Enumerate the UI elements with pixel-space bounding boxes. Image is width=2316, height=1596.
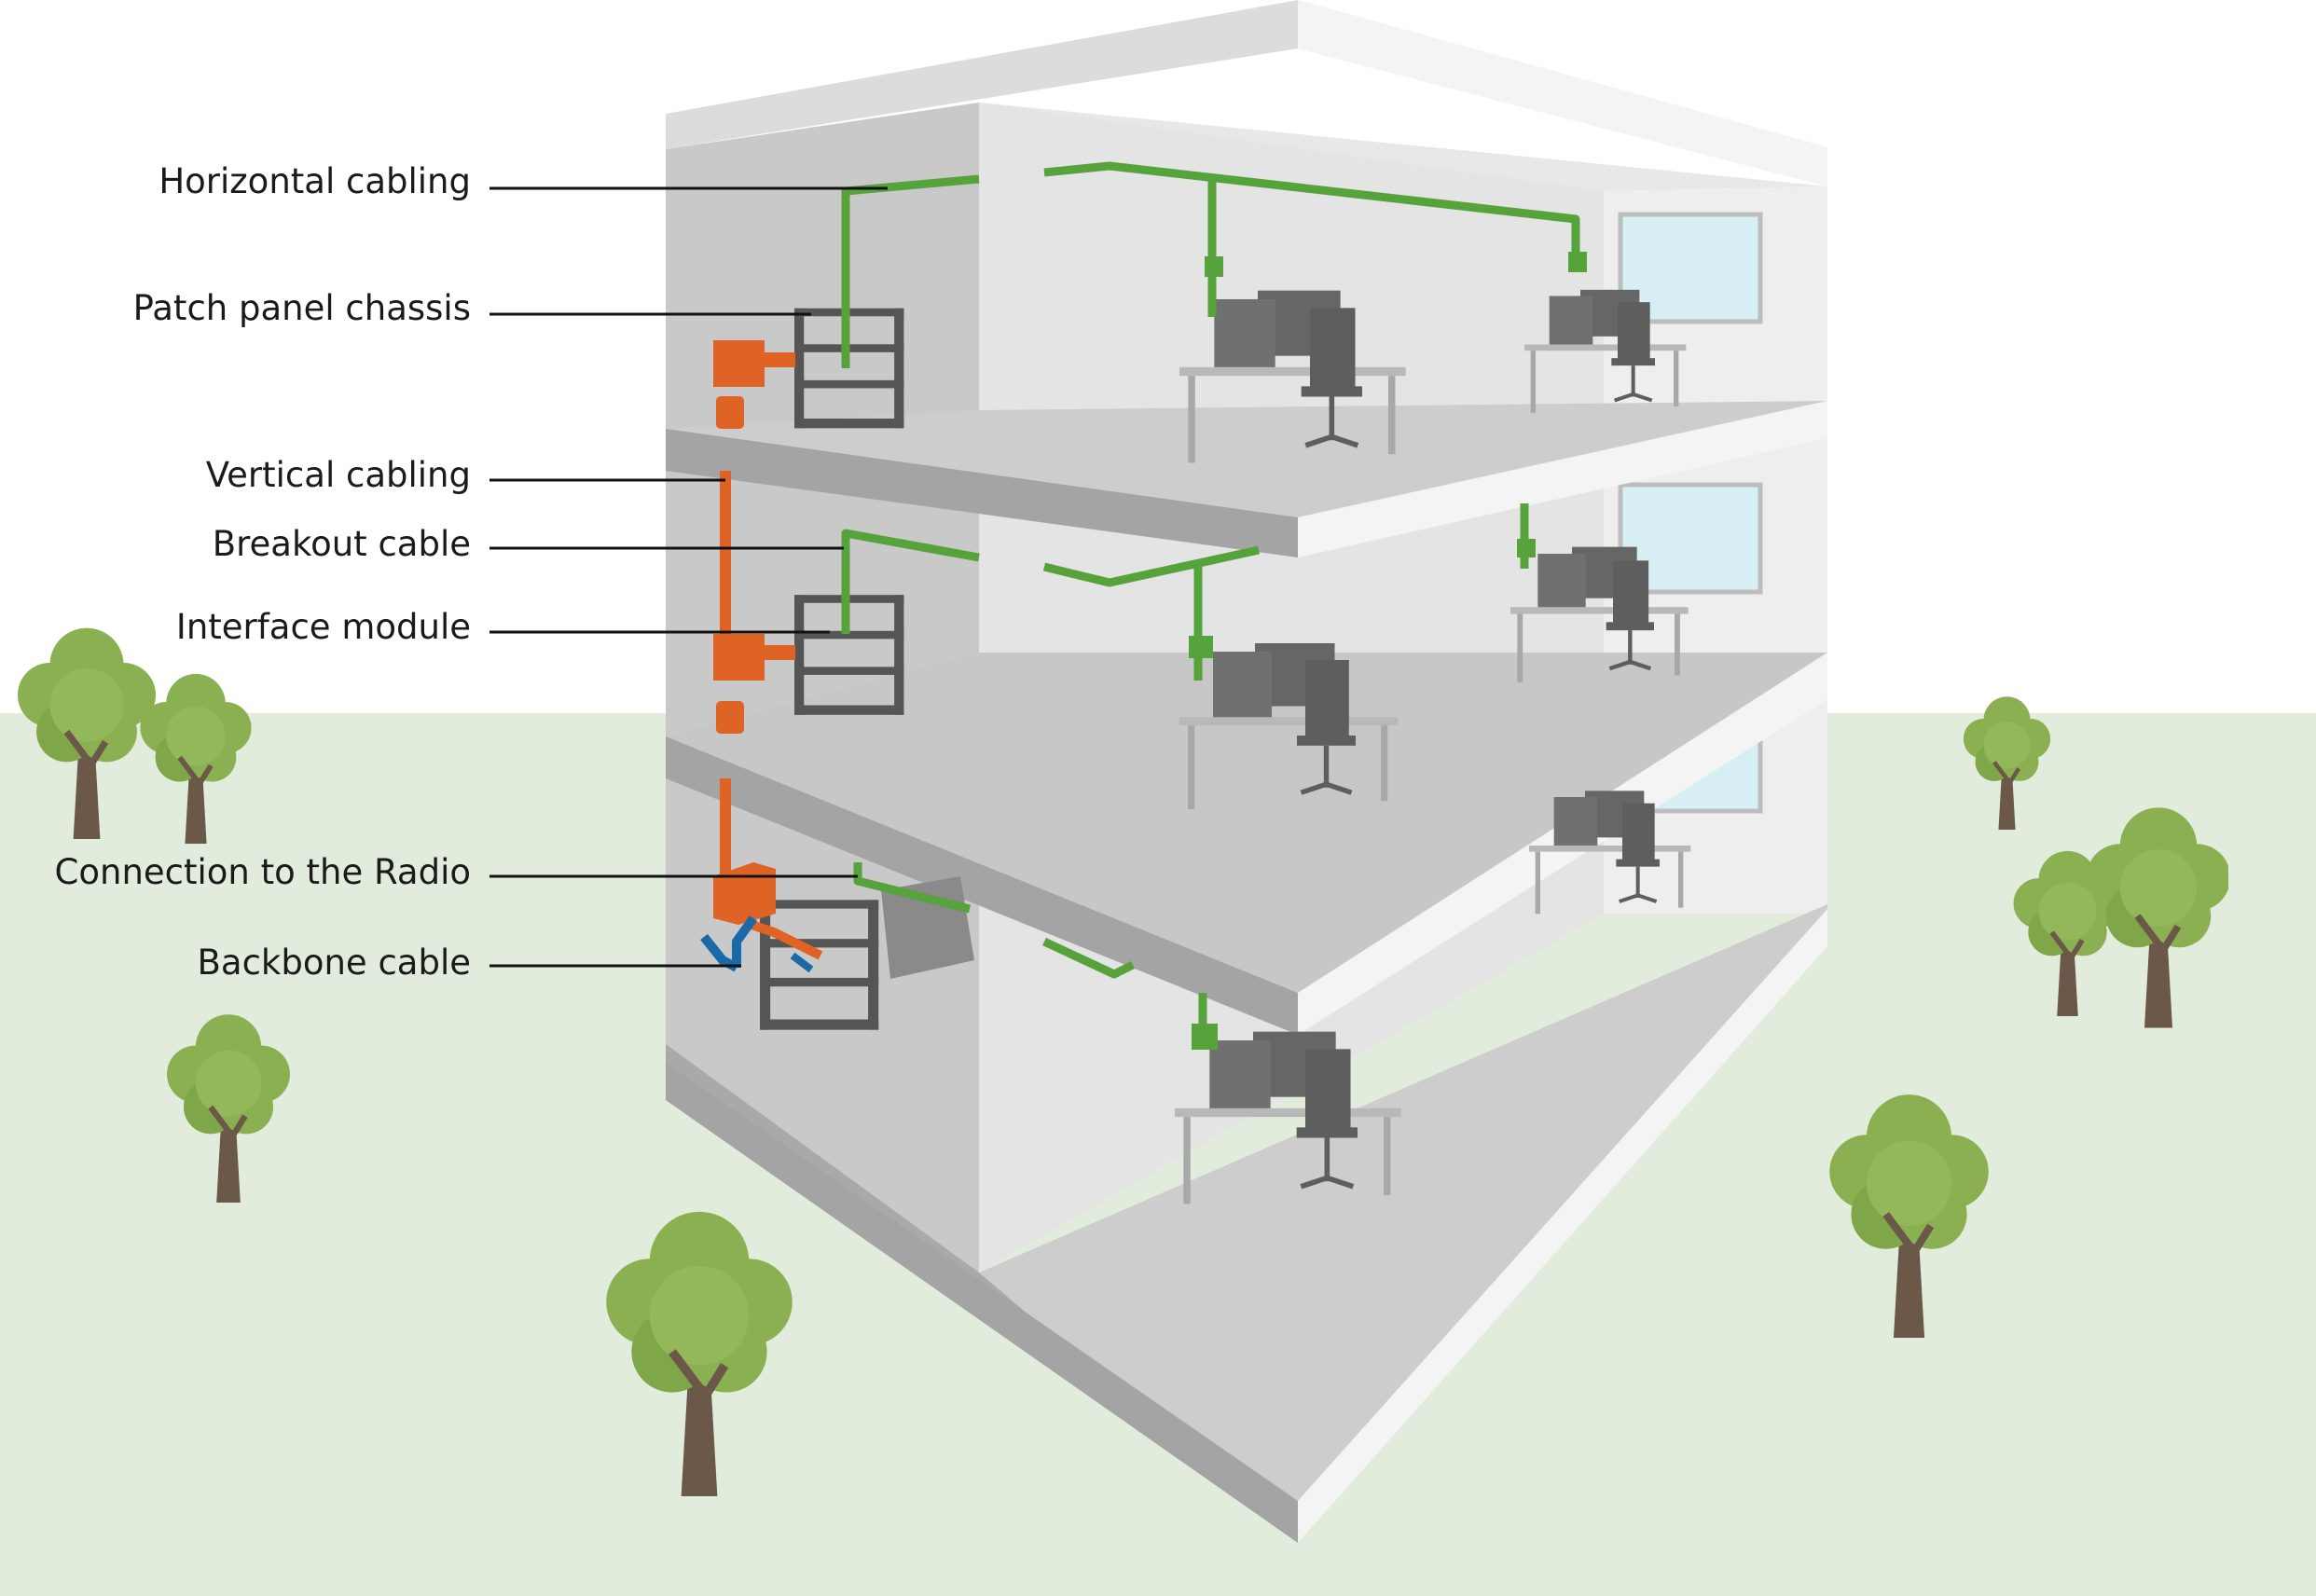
label-horizontal-cabling: Horizontal cabling (159, 161, 471, 201)
label-breakout-cable: Breakout cable (213, 524, 471, 564)
leader-lines (489, 186, 888, 968)
horizontal-cable-top (841, 174, 980, 368)
interface-module-top (713, 340, 765, 387)
cabling (700, 161, 1587, 1050)
label-patch-panel-chassis: Patch panel chassis (133, 288, 471, 328)
labels: Horizontal cabling Patch panel chassis V… (55, 161, 471, 983)
radio-connection-box (713, 862, 776, 925)
label-vertical-cabling: Vertical cabling (206, 455, 471, 495)
label-backbone-cable: Backbone cable (198, 942, 471, 983)
label-connection-to-the-radio: Connection to the Radio (55, 852, 471, 892)
interface-module-middle (713, 634, 765, 681)
horizontal-cable-bottom (853, 862, 972, 914)
horizontal-cable-middle (841, 529, 980, 634)
label-interface-module: Interface module (176, 607, 471, 647)
